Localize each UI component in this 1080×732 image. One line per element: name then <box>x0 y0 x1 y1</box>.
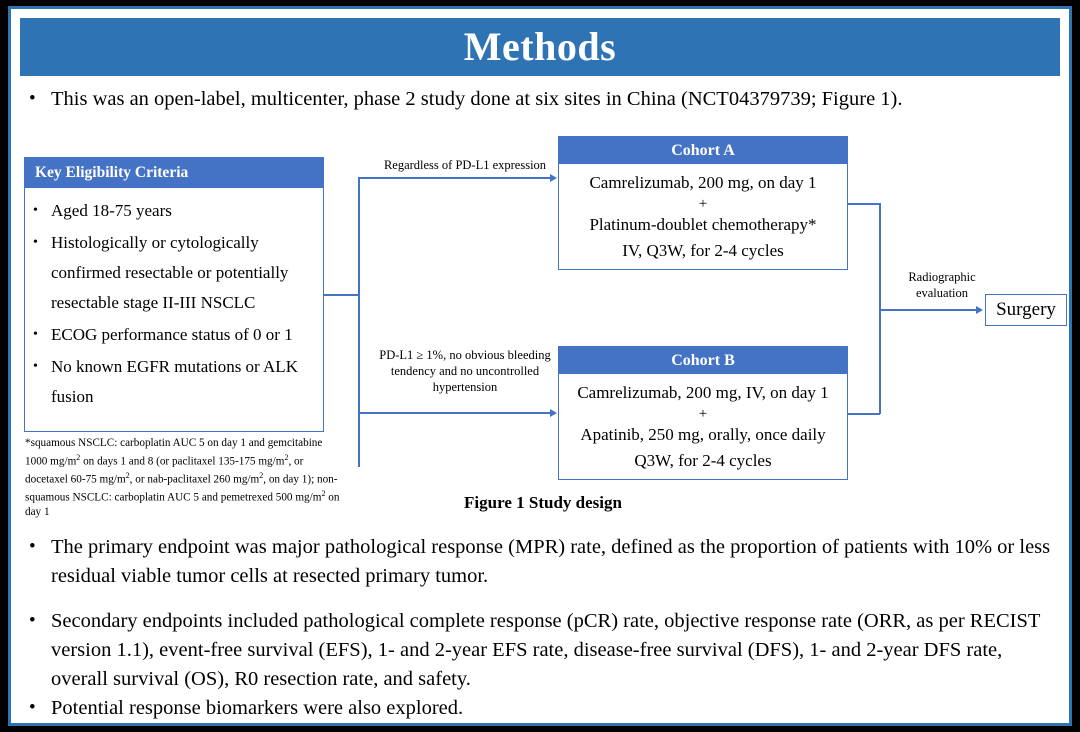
connector-line-to-cohort-b <box>358 412 551 414</box>
footnote-line2b: , or docetaxel 60-75 mg/m <box>25 455 304 486</box>
list-item-label: ECOG performance status of 0 or 1 <box>51 325 293 344</box>
lead-bullet-text: This was an open-label, multicenter, pha… <box>51 88 903 110</box>
figure-footnote: *squamous NSCLC: carboplatin AUC 5 on da… <box>25 436 345 520</box>
cohort-a-line3: IV, Q3W, for 2-4 cycles <box>622 241 784 260</box>
bullet-primary-endpoint: • The primary endpoint was major patholo… <box>29 533 1059 591</box>
bullet-biomarkers: • Potential response biomarkers were als… <box>29 694 1059 723</box>
bullet-marker-icon: • <box>29 536 36 557</box>
cohort-b-body: Camrelizumab, 200 mg, IV, on day 1 + Apa… <box>559 374 847 482</box>
connector-line-to-surgery <box>879 309 977 311</box>
eligibility-header: Key Eligibility Criteria <box>25 158 323 188</box>
bullet-marker-icon: • <box>33 359 38 374</box>
connector-line-cohort-a-out <box>848 203 880 205</box>
surgery-box: Surgery <box>985 294 1067 326</box>
cohort-b-box: Cohort B Camrelizumab, 200 mg, IV, on da… <box>558 346 848 480</box>
page-title: Methods <box>463 24 617 69</box>
connector-line-spine <box>358 177 360 467</box>
connector-line-elig-out <box>324 294 359 296</box>
cohort-a-header: Cohort A <box>559 137 847 164</box>
cohort-a-box: Cohort A Camrelizumab, 200 mg, on day 1 … <box>558 136 848 270</box>
cohort-a-body: Camrelizumab, 200 mg, on day 1 + Platinu… <box>559 164 847 272</box>
connector-line-merge-spine <box>879 203 881 414</box>
bullet-marker-icon: • <box>33 235 38 250</box>
footnote-line1a: *squamous NSCLC: carboplatin AUC 5 on da… <box>25 437 323 468</box>
cohort-a-line2: Platinum-doublet chemotherapy* <box>589 215 817 234</box>
footnote-line2a: paclitaxel 135-175 mg/m <box>171 455 285 468</box>
cohort-b-plus: + <box>698 406 708 422</box>
footnote-sup: 2 <box>321 488 326 498</box>
bullet-secondary-endpoints-text: Secondary endpoints included pathologica… <box>51 610 1041 690</box>
list-item: • Aged 18-75 years <box>33 196 317 226</box>
bullet-marker-icon: • <box>33 327 38 342</box>
footnote-sup: 2 <box>284 452 289 462</box>
bullet-marker-icon: • <box>29 88 36 109</box>
branch-label-right: Radiographic evaluation <box>908 270 976 300</box>
list-item: • Histologically or cytologically confir… <box>33 228 317 318</box>
list-item-label: Aged 18-75 years <box>51 201 172 220</box>
cohort-b-header: Cohort B <box>559 347 847 374</box>
footnote-line3b: on day 1 <box>25 491 340 519</box>
cohort-b-line3: Q3W, for 2-4 cycles <box>634 451 772 470</box>
arrow-head-cohort-b-icon <box>550 408 557 417</box>
list-item: • No known EGFR mutations or ALK fusion <box>33 352 317 412</box>
figure-caption: Figure 1 Study design <box>464 493 622 512</box>
branch-label-top: Regardless of PD-L1 expression <box>383 158 547 172</box>
footnote-line2d: , on day 1); non- <box>263 473 338 486</box>
cohort-a-line1: Camrelizumab, 200 mg, on day 1 <box>589 173 817 192</box>
connector-line-to-cohort-a <box>358 177 551 179</box>
cohort-b-line1: Camrelizumab, 200 mg, IV, on day 1 <box>577 383 829 402</box>
footnote-sup: 2 <box>125 470 130 480</box>
cohort-a-plus: + <box>698 196 708 212</box>
footnote-sup: 2 <box>259 470 264 480</box>
connector-line-cohort-b-out <box>848 413 880 415</box>
footnote-sup: 2 <box>76 452 81 462</box>
slide-title-banner: Methods <box>20 18 1060 76</box>
footnote-line2c: , or nab-paclitaxel 260 mg/m <box>129 473 260 486</box>
list-item: • ECOG performance status of 0 or 1 <box>33 320 317 350</box>
footnote-line3a: squamous NSCLC: carboplatin AUC 5 and pe… <box>25 491 322 504</box>
bullet-biomarkers-text: Potential response biomarkers were also … <box>51 697 464 719</box>
bullet-marker-icon: • <box>29 610 36 631</box>
footnote-line1b: on days 1 and 8 (or <box>80 455 170 468</box>
bullet-marker-icon: • <box>33 203 38 218</box>
lead-bullet: • This was an open-label, multicenter, p… <box>29 85 1057 113</box>
study-design-figure: Key Eligibility Criteria • Aged 18-75 ye… <box>11 119 1069 520</box>
arrow-head-cohort-a-icon <box>550 173 557 182</box>
surgery-label: Surgery <box>996 299 1056 320</box>
list-item-label: No known EGFR mutations or ALK fusion <box>51 357 298 406</box>
arrow-head-surgery-icon <box>976 305 983 314</box>
eligibility-list: • Aged 18-75 years • Histologically or c… <box>25 188 323 412</box>
bullet-secondary-endpoints: • Secondary endpoints included pathologi… <box>29 607 1059 694</box>
branch-label-bottom: PD-L1 ≥ 1%, no obvious bleeding tendency… <box>379 348 551 394</box>
bullet-primary-endpoint-text: The primary endpoint was major pathologi… <box>51 536 1051 587</box>
list-item-label: Histologically or cytologically confirme… <box>51 233 289 312</box>
cohort-b-line2: Apatinib, 250 mg, orally, once daily <box>580 425 826 444</box>
slide-canvas: Methods • This was an open-label, multic… <box>8 6 1072 726</box>
bullet-marker-icon: • <box>29 697 36 718</box>
eligibility-criteria-box: Key Eligibility Criteria • Aged 18-75 ye… <box>24 157 324 432</box>
